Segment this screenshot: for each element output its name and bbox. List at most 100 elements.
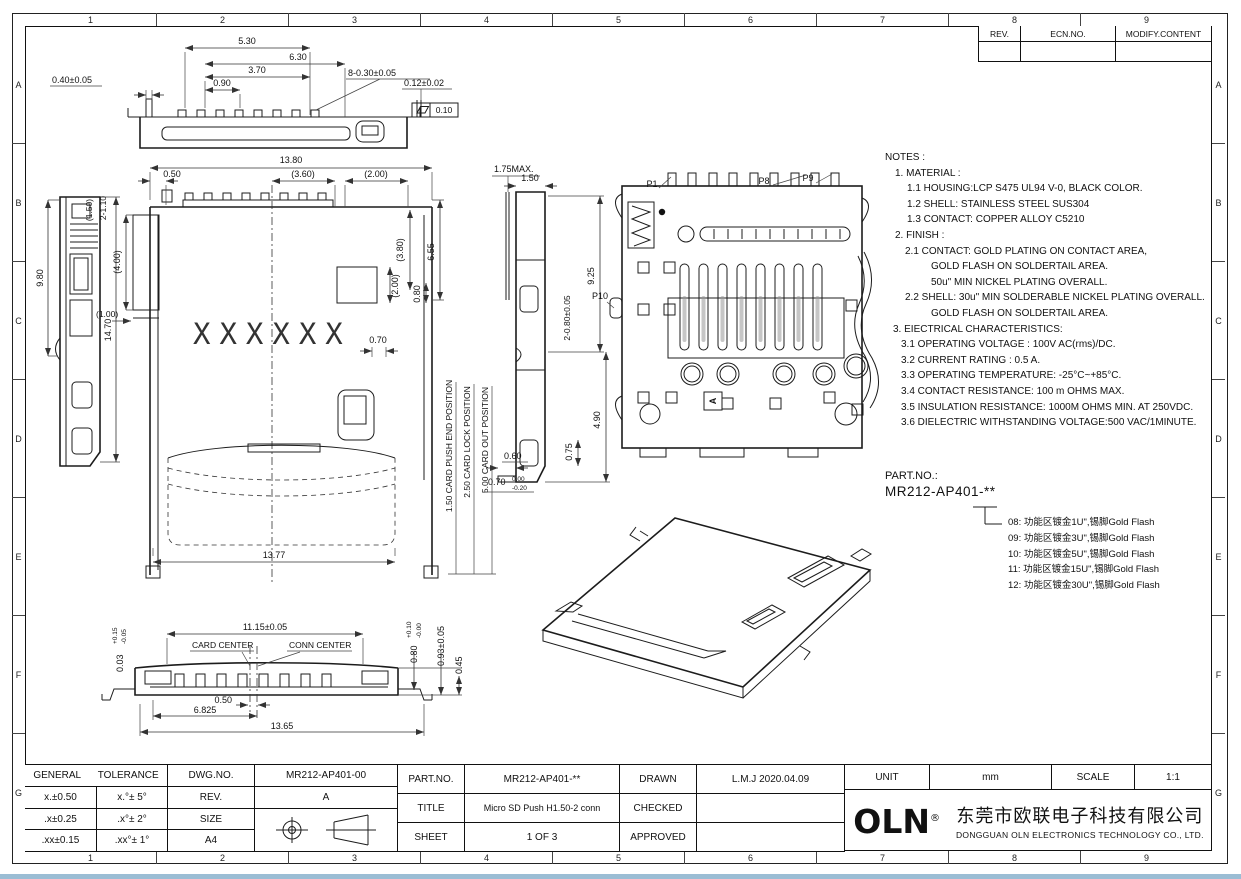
- flatness-value: 0.10: [436, 105, 453, 115]
- tol-angle-2: .x°± 2°: [97, 809, 168, 830]
- dim-label: 13.80: [280, 155, 303, 165]
- view-left-side: 9.80 14.70: [35, 196, 120, 467]
- note-line: 1.1 HOUSING:LCP S475 UL94 V-0, BLACK COL…: [907, 183, 1143, 195]
- company-name-cn: 东莞市欧联电子科技有限公司: [956, 806, 1204, 826]
- dim-label: (1.00): [96, 309, 118, 319]
- company-name-en: DONGGUAN OLN ELECTRONICS TECHNOLOGY CO.,…: [955, 830, 1204, 840]
- view-plan: A P1 P8 P9 P10: [592, 172, 879, 458]
- note-line: 3.6 DIELECTRIC WITHSTANDING VOLTAGE:500 …: [901, 417, 1197, 429]
- general-label: GENERAL: [33, 770, 82, 781]
- part-number-block: PART.NO.: MR212-AP401-**: [885, 470, 996, 499]
- drawn-value: L.M.J 2020.04.09: [697, 765, 845, 794]
- dim-tolerance: -0.05: [121, 629, 128, 644]
- part-number-value: MR212-AP401-**: [885, 484, 996, 499]
- partno-label: PART.NO.: [398, 765, 465, 794]
- note-line: GOLD FLASH ON SOLDERTAIL AREA.: [931, 307, 1109, 319]
- zone-label: 6: [684, 851, 816, 864]
- dim-label: (2.00): [364, 169, 388, 179]
- section-marker-a: A: [708, 397, 718, 404]
- dim-label: 13.77: [263, 550, 286, 560]
- checked-value: [697, 794, 845, 823]
- dim-label: 11.15±0.05: [243, 622, 287, 632]
- dim-label: (1.50): [84, 199, 94, 221]
- note-line: 3.4 CONTACT RESISTANCE: 100 m OHMS MAX.: [901, 385, 1125, 397]
- conn-center-label: CONN CENTER: [289, 640, 351, 650]
- dim-label: (4.00): [112, 250, 122, 274]
- oln-logo: OLN®: [853, 805, 940, 838]
- zone-label: E: [12, 497, 25, 615]
- zone-label: A: [15, 79, 22, 90]
- part-option: 08: 功能区镀金1U",锡脚Gold Flash: [1008, 517, 1155, 528]
- dim-label: 9.80: [35, 269, 45, 287]
- scale-value: 1:1: [1135, 765, 1212, 790]
- zone-label: B: [12, 143, 25, 261]
- dim-label: 0.75: [564, 443, 574, 461]
- dim-label: 0.50: [163, 169, 181, 179]
- dwg-no-value: MR212-AP401-00: [255, 765, 398, 787]
- zone-label: C: [12, 261, 25, 379]
- zone-label: 8: [948, 851, 1080, 864]
- zone-label: 9: [1080, 851, 1212, 864]
- unit-value: mm: [930, 765, 1052, 790]
- dim-label: 0.40±0.05: [52, 75, 92, 85]
- rev-label: REV.: [168, 787, 255, 809]
- dim-label: 0.45: [454, 656, 464, 674]
- part-options: 08: 功能区镀金1U",锡脚Gold Flash 09: 功能区镀金3U",锡脚…: [1008, 515, 1160, 594]
- title-value: Micro SD Push H1.50-2 conn: [465, 794, 620, 823]
- zone-label: 4: [420, 851, 552, 864]
- dim-label: 1.50: [521, 173, 539, 183]
- dim-label: (2.00): [390, 274, 400, 298]
- partno-value: MR212-AP401-**: [465, 765, 620, 794]
- dim-label: 0.12±0.02: [404, 78, 444, 88]
- zone-label: F: [1212, 615, 1225, 733]
- pin-label-p1: P1: [646, 179, 657, 189]
- dim-label: 3.70: [248, 65, 266, 75]
- dim-tolerance: 0.00: [512, 476, 525, 483]
- window-edge-strip: [0, 874, 1241, 879]
- view-top-profile: 5.30 6.30 3.70 0.90 0.40±0.05 8-0.30±0.0…: [50, 36, 459, 149]
- dim-label: 6.825: [194, 705, 217, 715]
- revision-table: REV. ECN.NO. MODIFY.CONTENT: [978, 26, 1211, 62]
- zone-label: 1: [87, 852, 93, 863]
- dim-label: 0.70: [369, 335, 387, 345]
- rev-cell-empty: [1115, 42, 1211, 62]
- note-line: 2.1 CONTACT: GOLD PLATING ON CONTACT ARE…: [905, 245, 1148, 257]
- dim-label: 0.60: [504, 451, 522, 461]
- dim-label: 0.03: [115, 654, 125, 672]
- size-label: SIZE: [168, 809, 255, 830]
- zone-label: D: [1212, 379, 1225, 497]
- part-option: 11: 功能区镀金15U",锡脚Gold Flash: [1008, 564, 1160, 576]
- note-line: GOLD FLASH ON SOLDERTAIL AREA.: [931, 261, 1109, 273]
- card-position-label: 5.00 CARD OUT POSITION: [480, 387, 490, 493]
- dim-label: 14.70: [103, 319, 113, 342]
- unit-label: UNIT: [845, 765, 930, 790]
- zone-label: 2: [156, 851, 288, 864]
- rev-cell-empty: [1020, 42, 1115, 62]
- title-label: TITLE: [398, 794, 465, 823]
- note-line: 1.3 CONTACT: COPPER ALLOY C5210: [907, 214, 1085, 226]
- zone-label: 5: [552, 851, 684, 864]
- company-names: 东莞市欧联电子科技有限公司 DONGGUAN OLN ELECTRONICS T…: [956, 802, 1204, 840]
- dim-label: 2-1.10: [98, 196, 108, 220]
- part-number-label: PART.NO.:: [885, 470, 938, 482]
- drawn-label: DRAWN: [620, 765, 697, 794]
- dim-label: 6.55: [426, 243, 436, 261]
- part-option: 10: 功能区镀金5U",锡脚Gold Flash: [1008, 548, 1155, 560]
- sheet-value: 1 OF 3: [465, 823, 620, 852]
- tol-linear-3: .xx±0.15: [25, 830, 97, 852]
- checked-label: CHECKED: [620, 794, 697, 823]
- flatness-icon: [416, 106, 430, 114]
- rev-header-rev: REV.: [978, 26, 1020, 42]
- tol-linear-2: .x±0.25: [25, 809, 97, 830]
- part-option: 09: 功能区镀金3U",锡脚Gold Flash: [1008, 532, 1155, 544]
- size-value: A4: [168, 830, 255, 852]
- dim-label: (3.60): [291, 169, 315, 179]
- pin-label-p10: P10: [592, 291, 608, 301]
- pin-label-p8: P8: [758, 176, 769, 186]
- company-cell: OLN® 东莞市欧联电子科技有限公司 DONGGUAN OLN ELECTRON…: [845, 790, 1212, 852]
- rev-header-ecn: ECN.NO.: [1020, 26, 1115, 42]
